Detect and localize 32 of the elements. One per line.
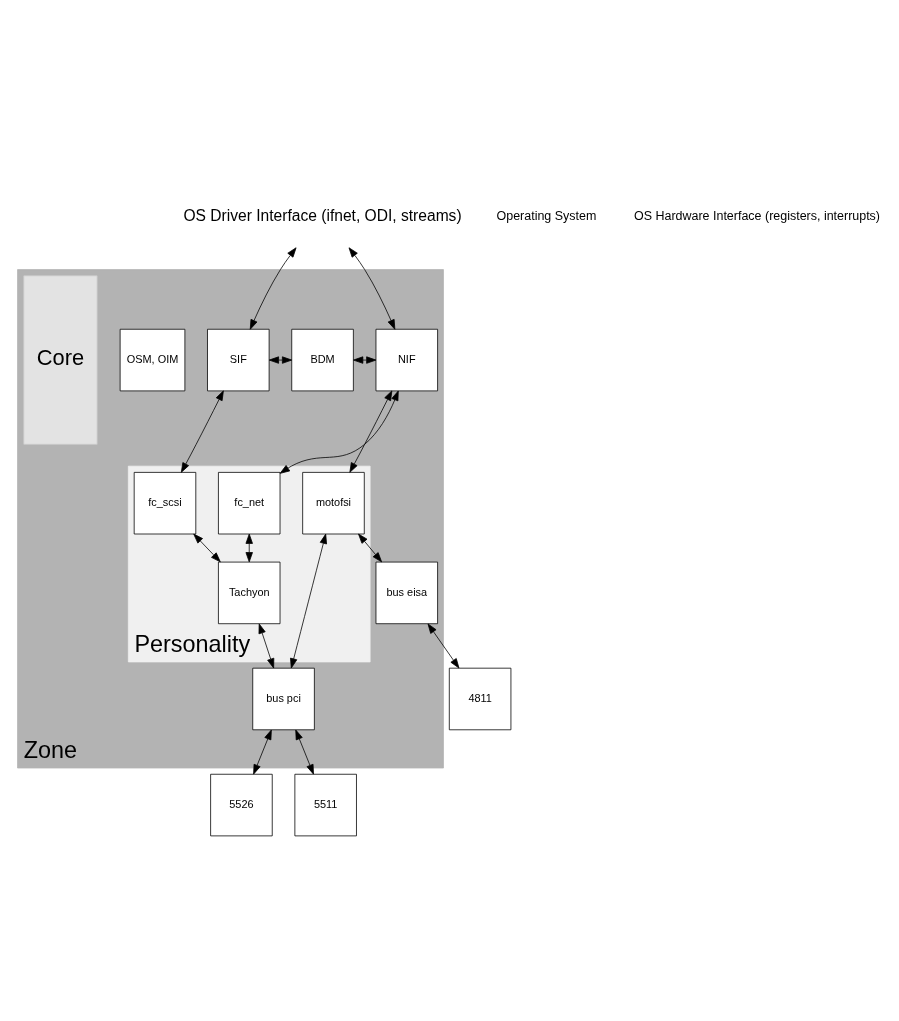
- arrow: [249, 246, 297, 330]
- node-box: motofsi: [302, 471, 365, 534]
- arrow: [349, 390, 393, 473]
- node-box: 5526: [210, 773, 273, 836]
- arrow: [353, 355, 377, 364]
- arrow: [348, 246, 396, 330]
- arrow: [258, 623, 275, 668]
- node-box: fc_net: [218, 471, 281, 534]
- node-box: 4811: [448, 667, 512, 730]
- node-box: BDM: [291, 328, 354, 391]
- label: OS Hardware Interface (registers, interrupts): [634, 208, 881, 223]
- node-box: OSM, OIM: [119, 328, 186, 391]
- node-box: 5511: [294, 773, 357, 836]
- node-text: OS Driver Interface (ifnet, ODI, streams): [183, 206, 462, 224]
- node-box: Tachyon: [218, 561, 281, 624]
- arrow: [193, 533, 221, 562]
- arrow: [180, 390, 224, 473]
- arrow: [295, 729, 314, 774]
- arrow: [253, 729, 272, 774]
- arrow: [427, 623, 460, 668]
- node-box: bus eisa: [375, 561, 438, 624]
- node-box: Core: [23, 274, 98, 445]
- node-box: fc_scsi: [133, 471, 197, 534]
- node-box: bus pci: [252, 667, 315, 730]
- label: Operating System: [496, 208, 597, 223]
- node-box: SIF: [207, 328, 270, 391]
- arrow: [290, 533, 327, 668]
- arrow: [358, 533, 382, 562]
- arrow: [279, 390, 399, 474]
- arrow: [268, 355, 293, 364]
- arrow: [245, 533, 253, 562]
- node-box: NIF: [375, 328, 438, 391]
